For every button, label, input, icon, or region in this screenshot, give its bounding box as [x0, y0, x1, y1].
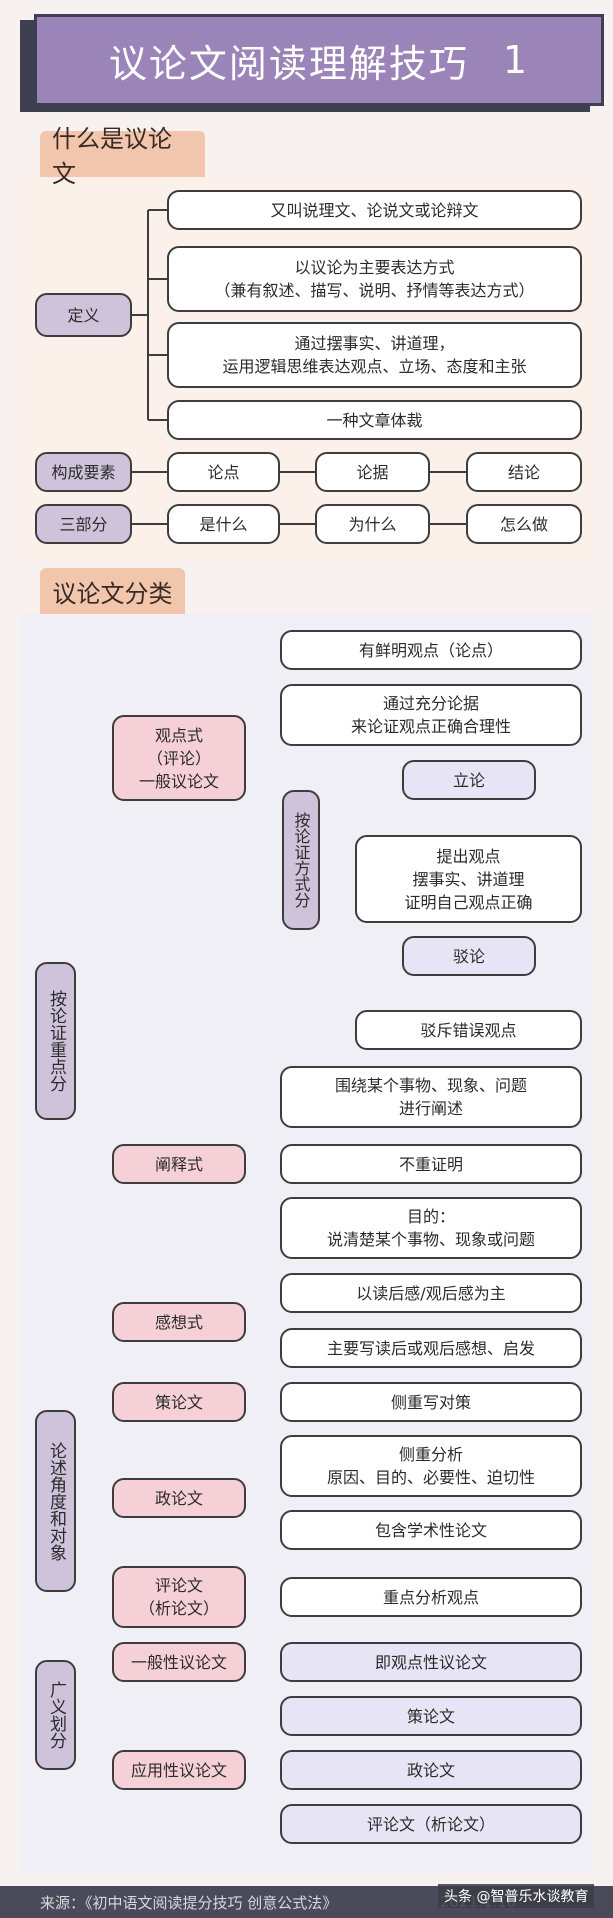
part-item: 怎么做 — [466, 504, 582, 544]
section2-heading: 议论文分类 — [40, 568, 185, 614]
viewpoint-item: 通过充分论据 来论证观点正确合理性 — [280, 684, 582, 746]
explanatory-item: 不重证明 — [280, 1144, 582, 1184]
explanatory-label: 阐释式 — [112, 1144, 246, 1184]
part-item: 是什么 — [167, 504, 280, 544]
political-item: 侧重分析 原因、目的、必要性、迫切性 — [280, 1435, 582, 1497]
establish-desc: 提出观点 摆事实、讲道理 证明自己观点正确 — [355, 835, 582, 923]
reflective-item: 以读后感/观后感为主 — [280, 1273, 582, 1313]
part-item: 为什么 — [315, 504, 430, 544]
title-text: 议论文阅读理解技巧 — [108, 41, 469, 86]
policy-label: 策论文 — [112, 1382, 246, 1422]
explanatory-item: 目的： 说清楚某个事物、现象或问题 — [280, 1197, 582, 1259]
page-title: 议论文阅读理解技巧 1 — [34, 14, 604, 106]
definition-item: 又叫说理文、论说文或论辩文 — [167, 190, 582, 230]
viewpoint-item: 有鲜明观点（论点） — [280, 630, 582, 670]
reflective-item: 主要写读后或观后感想、启发 — [280, 1328, 582, 1368]
footer-source: 来源：《初中语文阅读提分技巧 创意公式法》 — [40, 1893, 338, 1912]
definition-item: 一种文章体裁 — [167, 400, 582, 440]
applied-item: 政论文 — [280, 1750, 582, 1790]
viewpoint-label: 观点式 （评论） 一般议论文 — [112, 715, 246, 801]
applied-item: 评论文（析论文） — [280, 1804, 582, 1844]
element-item: 结论 — [466, 452, 582, 492]
broad-label: 广义划分 — [35, 1660, 76, 1770]
definition-item: 以议论为主要表达方式 （兼有叙述、描写、说明、抒情等表达方式） — [167, 246, 582, 312]
refute-label: 驳论 — [402, 936, 536, 976]
elements-label: 构成要素 — [35, 452, 132, 492]
reflective-label: 感想式 — [112, 1302, 246, 1342]
by-angle-label: 论述角度和对象 — [35, 1410, 76, 1592]
definition-label: 定义 — [35, 293, 132, 337]
general-label: 一般性议论文 — [112, 1642, 246, 1682]
by-focus-label: 按论证重点分 — [35, 962, 76, 1120]
commentary-label: 评论文 （析论文） — [112, 1566, 246, 1628]
applied-item: 策论文 — [280, 1696, 582, 1736]
political-label: 政论文 — [112, 1478, 246, 1518]
explanatory-item: 围绕某个事物、现象、问题 进行阐述 — [280, 1066, 582, 1128]
title-number: 1 — [502, 38, 530, 82]
three-parts-label: 三部分 — [35, 504, 132, 544]
element-item: 论点 — [167, 452, 280, 492]
definition-item: 通过摆事实、讲道理， 运用逻辑思维表达观点、立场、态度和主张 — [167, 322, 582, 388]
establish-label: 立论 — [402, 760, 536, 800]
political-item: 包含学术性论文 — [280, 1510, 582, 1550]
footer-watermark: 头条 @智普乐水谈教育 — [438, 1884, 595, 1908]
policy-item: 侧重写对策 — [280, 1382, 582, 1422]
general-item: 即观点性议论文 — [280, 1642, 582, 1682]
by-method-label: 按论证方式分 — [282, 790, 320, 930]
element-item: 论据 — [315, 452, 430, 492]
commentary-item: 重点分析观点 — [280, 1577, 582, 1617]
refute-desc: 驳斥错误观点 — [355, 1010, 582, 1050]
applied-label: 应用性议论文 — [112, 1750, 246, 1790]
